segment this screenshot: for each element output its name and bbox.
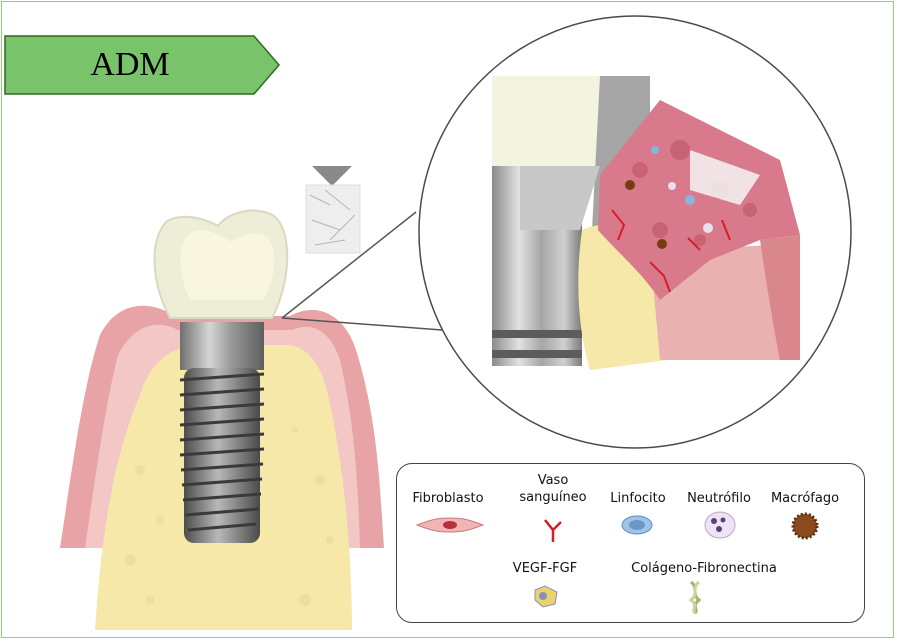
legend-vegf-label: VEGF-FGF xyxy=(505,560,585,577)
growth-factor-icon xyxy=(531,582,561,610)
implant-abutment xyxy=(180,322,264,370)
neutrophil-icon xyxy=(703,510,737,540)
collagen-icon xyxy=(687,580,703,614)
legend-collagen-label: Colágeno-Fibronectina xyxy=(619,560,789,577)
lymphocyte-icon xyxy=(620,514,654,536)
implant-body xyxy=(180,368,264,543)
legend-vessel-label-2: sanguíneo xyxy=(513,489,593,506)
legend-fibroblast-label: Fibroblasto xyxy=(411,490,485,507)
legend-macrophage-label: Macrófago xyxy=(765,490,845,507)
magnified-view xyxy=(419,16,851,448)
macrophage-icon xyxy=(789,510,821,542)
fibroblast-icon xyxy=(415,514,485,536)
legend-lymphocyte-label: Linfocito xyxy=(603,490,673,507)
legend-neutrophil-label: Neutrófilo xyxy=(679,490,759,507)
adm-label: ADM xyxy=(4,35,256,95)
legend-vessel-label-1: Vaso xyxy=(513,472,593,489)
legend: Fibroblasto Vaso sanguíneo Linfocito Neu… xyxy=(396,463,865,623)
blood-vessel-icon xyxy=(541,516,565,544)
matrix-graft-sample xyxy=(306,166,360,253)
